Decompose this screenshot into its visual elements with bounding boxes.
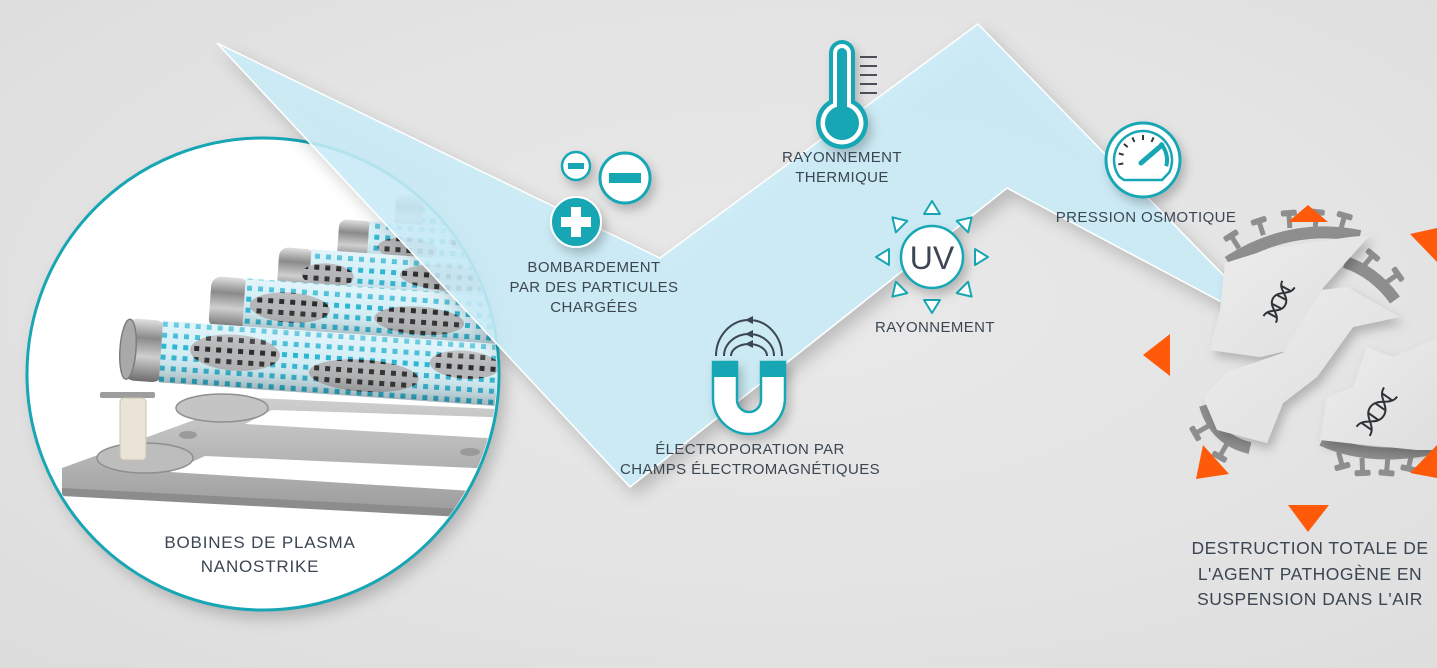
virus-fragment	[1203, 287, 1400, 443]
arrow-up-right-icon	[1410, 228, 1437, 262]
arrow-left-icon	[1143, 334, 1170, 376]
result-label: DESTRUCTION TOTALE DE L'AGENT PATHOGÈNE …	[1191, 536, 1428, 613]
label-line: CHAMPS ÉLECTROMAGNÉTIQUES	[619, 461, 881, 478]
virus-fragments	[1203, 235, 1437, 450]
thermometer-scale	[860, 56, 877, 94]
arrow-up-icon	[1288, 205, 1328, 222]
label-line: RAYONNEMENT	[782, 149, 902, 166]
label-line: CHARGÉES	[550, 299, 638, 316]
thermal-radiation-label: RAYONNEMENT THERMIQUE	[782, 148, 902, 188]
label-line: DESTRUCTION TOTALE DE	[1191, 538, 1429, 558]
arrow-down-icon	[1288, 505, 1329, 532]
label-line: PAR DES PARTICULES	[509, 279, 679, 296]
pressure-gauge-icon	[1104, 121, 1182, 199]
charged-particles-label: BOMBARDEMENT PAR DES PARTICULES CHARGÉES	[510, 258, 679, 318]
negative-particle-large-icon	[598, 151, 652, 205]
coil-base-plate	[62, 376, 497, 520]
label-line: NANOSTRIKE	[200, 557, 320, 576]
gauge-needle	[1138, 142, 1165, 166]
virus-fragment	[1210, 235, 1370, 357]
dna-icon	[1355, 386, 1398, 437]
label-line: PRESSION OSMOTIQUE	[1055, 209, 1237, 226]
charged-particles-icon	[550, 150, 652, 248]
burst-arrows	[1143, 205, 1437, 532]
electroporation-label: ÉLECTROPORATION PAR CHAMPS ÉLECTROMAGNÉT…	[620, 440, 880, 480]
label-line: RAYONNEMENT	[875, 319, 995, 336]
uv-sun-icon: UV	[875, 200, 989, 314]
positive-particle-icon	[550, 196, 602, 248]
plasma-coil	[118, 318, 497, 411]
label-line: L'AGENT PATHOGÈNE EN	[1197, 563, 1423, 584]
label-line: BOBINES DE PLASMA	[164, 533, 356, 552]
coil-support-pillar	[100, 392, 155, 461]
uv-icon-text: UV	[910, 240, 955, 276]
label-line: ÉLECTROPORATION PAR	[655, 441, 845, 458]
virus-fragment	[1320, 338, 1437, 450]
destroyed-virus-icon	[1189, 208, 1437, 477]
uv-radiation-label: RAYONNEMENT	[875, 318, 995, 338]
gauge-ticks	[1118, 135, 1155, 166]
virus-spikes	[1189, 208, 1437, 477]
label-line: BOMBARDEMENT	[527, 259, 661, 276]
plasma-coils-image	[25, 136, 501, 612]
arrow-down-left-icon	[1196, 445, 1229, 479]
dna-icon	[1262, 280, 1296, 324]
label-line: THERMIQUE	[795, 169, 889, 186]
label-line: SUSPENSION DANS L'AIR	[1197, 589, 1423, 609]
magnet-icon	[711, 316, 787, 436]
arrow-down-right-icon	[1410, 445, 1437, 478]
osmotic-pressure-label: PRESSION OSMOTIQUE	[1056, 208, 1237, 228]
thermometer-icon	[816, 40, 877, 149]
sun-rays	[875, 200, 989, 314]
negative-particle-small-icon	[560, 150, 592, 182]
source-label: BOBINES DE PLASMA NANOSTRIKE	[164, 531, 355, 579]
